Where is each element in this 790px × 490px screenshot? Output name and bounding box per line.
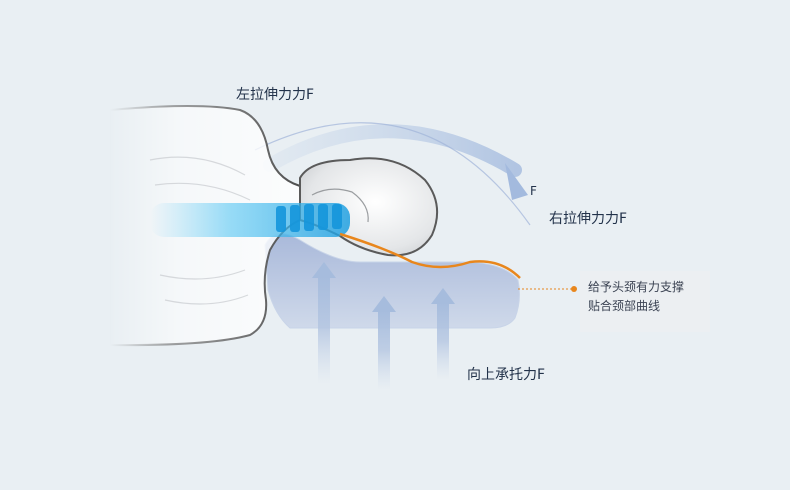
neck-curve-line <box>339 232 521 279</box>
upward-support-force-label: 向上承托力F <box>467 367 546 383</box>
callout-line-1: 给予头颈有力支撑 <box>588 280 685 294</box>
force-symbol-label: F <box>530 184 537 198</box>
up-arrow-icon <box>431 288 455 380</box>
up-arrow-icon <box>372 296 396 390</box>
support-callout: 给予头颈有力支撑 贴合颈部曲线 <box>580 271 710 332</box>
callout-dot-icon <box>571 286 577 292</box>
left-stretch-force-label: 左拉伸力力F <box>236 87 315 103</box>
callout-line-2: 贴合颈部曲线 <box>588 299 661 313</box>
jaw-detail <box>311 188 369 223</box>
stretch-arc-thin <box>254 122 531 226</box>
up-arrow-icon <box>312 262 336 384</box>
right-stretch-force-label: 右拉伸力力F <box>549 211 628 227</box>
ribcage-lines <box>149 156 251 305</box>
vertebrae <box>276 204 342 232</box>
curved-arrow-icon <box>505 163 528 200</box>
stretch-arc <box>263 124 522 177</box>
